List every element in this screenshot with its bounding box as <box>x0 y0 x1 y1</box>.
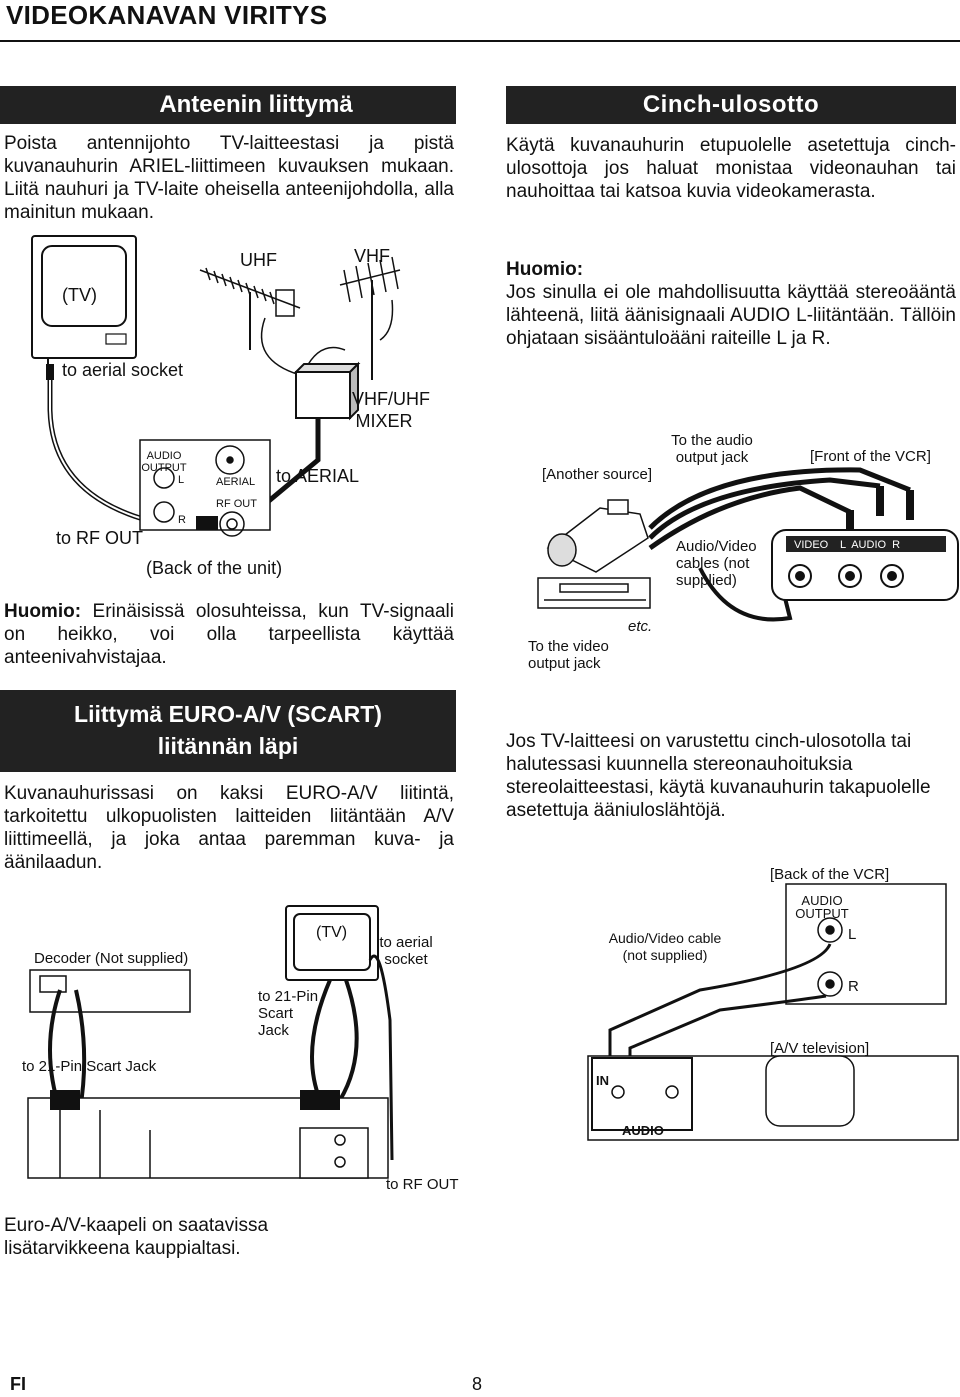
uhf-antenna-icon <box>199 267 301 350</box>
footer-language: FI <box>10 1374 26 1394</box>
in-label: IN <box>596 1073 609 1088</box>
vhf-antenna-icon <box>339 256 401 380</box>
l-stereo-label: L <box>848 926 857 943</box>
to-audio-output-jack-label: To the audio output jack <box>671 432 753 466</box>
scart-body: Kuvanauhurissasi on kaksi EURO-A/V liiti… <box>4 783 454 873</box>
back-of-unit-label: (Back of the unit) <box>146 558 283 578</box>
l-label: L <box>178 474 185 486</box>
back-of-vcr-label: [Back of the VCR] <box>770 866 890 883</box>
vcr-back-panel <box>139 439 271 537</box>
audio-stereo-label: AUDIO <box>622 1123 664 1138</box>
mixer-icon <box>293 361 361 421</box>
scart-heading-line1: Liittymä EURO-A/V (SCART) <box>74 701 382 727</box>
to-video-output-jack-label: To the video output jack <box>528 638 609 672</box>
av-television-label: [A/V television] <box>770 1040 870 1057</box>
tv-icon <box>31 235 137 366</box>
cinch-note-text: Jos sinulla ei ole mahdollisuutta käyttä… <box>506 282 956 349</box>
camcorder-icon <box>546 499 649 573</box>
av-cables-label: Audio/Video cables (not supplied) <box>676 538 757 589</box>
decoder-label: Decoder (Not supplied) <box>34 950 189 967</box>
video-label: VIDEO <box>794 539 829 551</box>
audio-output-stereo-label: AUDIO OUTPUT <box>795 893 849 921</box>
stereo-diagram: [Back of the VCR] AUDIO OUTPUT L R Audio… <box>500 860 960 1150</box>
to-aerial-label: to AERIAL <box>276 466 360 486</box>
page-title: VIDEOKANAVAN VIRITYS <box>6 0 328 30</box>
vcr-icon <box>537 577 651 609</box>
antenna-heading: Anteenin liittymä <box>0 86 456 124</box>
mixer-label: VHF/UHF MIXER <box>352 389 430 431</box>
rf-out-small-label: RF OUT <box>216 498 257 510</box>
another-source-label: [Another source] <box>542 466 653 483</box>
uhf-label: UHF <box>240 250 277 270</box>
antenna-note: Huomio: Erinäisissä olosuhteissa, kun TV… <box>4 600 454 669</box>
r-stereo-label: R <box>848 978 859 995</box>
cinch-note: Huomio: Jos sinulla ei ole mahdollisuutt… <box>506 258 956 350</box>
cinch-note-label: Huomio: <box>506 259 584 280</box>
antenna-note-label: Huomio: <box>4 601 82 622</box>
title-rule <box>0 40 960 42</box>
antenna-body: Poista antennijohto TV-laitteestasi ja p… <box>4 133 454 223</box>
cinch-heading: Cinch-ulosotto <box>506 86 956 124</box>
to-aerial-socket-label: to aerial socket <box>62 360 184 380</box>
av-television-icon <box>587 1055 959 1141</box>
front-of-vcr-label: [Front of the VCR] <box>810 448 931 465</box>
scart-heading: Liittymä EURO-A/V (SCART) liitännän läpi <box>0 690 456 772</box>
footer-page-number: 8 <box>472 1374 483 1394</box>
scart-footnote: Euro-A/V-kaapeli on saatavissa lisätarvi… <box>4 1215 269 1259</box>
vcr-back-panel <box>27 1097 389 1179</box>
scart-diagram: Decoder (Not supplied) (TV) to aerial so… <box>0 900 470 1200</box>
r-label: R <box>178 514 186 526</box>
vcr-back-panel <box>785 883 947 1005</box>
av-cable-label: Audio/Video cable (not supplied) <box>608 930 722 963</box>
tv-label: (TV) <box>62 285 97 305</box>
to-21pin-label: to 21-Pin Scart Jack <box>22 1058 157 1075</box>
to-aerial-socket-scart-label: to aerial socket <box>379 934 433 968</box>
l-audio-r-label: L AUDIO R <box>840 539 901 551</box>
to-rf-out-scart-label: to RF OUT <box>386 1176 459 1193</box>
to-rf-out-label: to RF OUT <box>56 528 144 548</box>
cinch-diagram: To the audio output jack [Another source… <box>500 428 960 678</box>
scart-heading-line2: liitännän läpi <box>157 733 299 759</box>
audio-output-label: AUDIO OUTPUT <box>141 450 187 474</box>
to-21pin-tv-label: to 21-Pin Scart Jack <box>258 988 319 1039</box>
stereo-body: Jos TV-laitteesi on varustettu cinch-ulo… <box>506 731 931 821</box>
vhf-label: VHF <box>354 246 390 266</box>
etc-label: etc. <box>628 618 653 635</box>
antenna-diagram: (TV) UHF VHF to aerial socket VHF/UHF MI… <box>0 230 470 590</box>
antenna-note-text: Erinäisissä olosuhteissa, kun TV-signaal… <box>4 601 454 668</box>
aerial-label: AERIAL <box>216 476 256 488</box>
tv-scart-label: (TV) <box>316 924 348 941</box>
cinch-body: Käytä kuvanauhurin etupuolelle asetettuj… <box>506 135 956 202</box>
tv-icon <box>285 905 379 981</box>
